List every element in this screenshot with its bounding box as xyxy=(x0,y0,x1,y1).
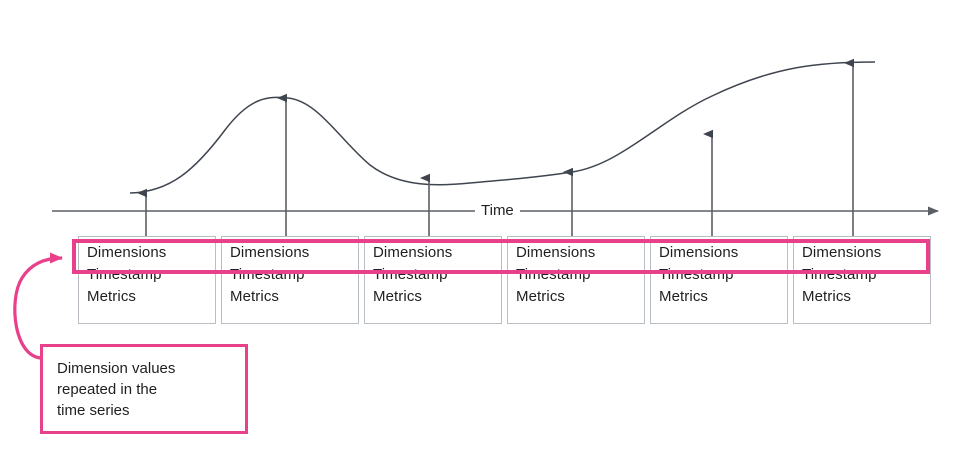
record-field-timestamp: Timestamp xyxy=(373,266,448,283)
record-field-metrics: Metrics xyxy=(230,288,280,305)
record-field-dimensions: Dimensions xyxy=(373,244,453,261)
record-field-timestamp: Timestamp xyxy=(230,266,305,283)
record-field-dimensions: Dimensions xyxy=(230,244,310,261)
callout-connector-arrow xyxy=(13,252,63,360)
dimension-values-callout: Dimension values repeated in the time se… xyxy=(40,344,248,434)
record-field-dimensions: Dimensions xyxy=(659,244,739,261)
record-field-timestamp: Timestamp xyxy=(516,266,591,283)
record-field-metrics: Metrics xyxy=(87,288,137,305)
record-card-4[interactable]: Dimensions Timestamp Metrics xyxy=(507,236,645,324)
time-series-curve xyxy=(129,61,876,194)
record-card-6[interactable]: Dimensions Timestamp Metrics xyxy=(793,236,931,324)
callout-line-1: Dimension values xyxy=(57,360,176,377)
callout-line-2: repeated in the xyxy=(57,381,158,398)
record-field-metrics: Metrics xyxy=(802,288,852,305)
record-field-dimensions: Dimensions xyxy=(87,244,167,261)
record-field-metrics: Metrics xyxy=(516,288,566,305)
record-card-5[interactable]: Dimensions Timestamp Metrics xyxy=(650,236,788,324)
callout-line-3: time series xyxy=(57,402,130,419)
record-card-2[interactable]: Dimensions Timestamp Metrics xyxy=(221,236,359,324)
record-field-metrics: Metrics xyxy=(373,288,423,305)
time-axis-label: Time xyxy=(475,203,520,219)
record-field-metrics: Metrics xyxy=(659,288,709,305)
record-field-timestamp: Timestamp xyxy=(87,266,162,283)
record-card-1[interactable]: Dimensions Timestamp Metrics xyxy=(78,236,216,324)
record-field-dimensions: Dimensions xyxy=(516,244,596,261)
record-field-timestamp: Timestamp xyxy=(802,266,877,283)
record-field-dimensions: Dimensions xyxy=(802,244,882,261)
record-card-3[interactable]: Dimensions Timestamp Metrics xyxy=(364,236,502,324)
record-field-timestamp: Timestamp xyxy=(659,266,734,283)
